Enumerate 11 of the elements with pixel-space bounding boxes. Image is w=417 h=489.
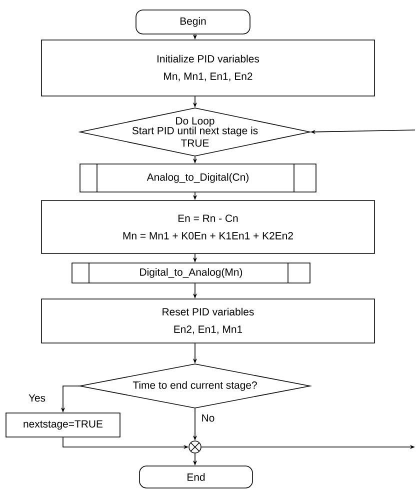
- process-box: Reset PID variables En2, En1, Mn1: [41, 298, 375, 344]
- junction-circle: [188, 440, 202, 454]
- process-box: En = Rn - Cn Mn = Mn1 + K0En + K1En1 + K2En2: [41, 200, 375, 254]
- edge-label: No: [200, 413, 216, 423]
- subroutine-box: Digital_to_Analog(Mn): [72, 262, 310, 284]
- terminal-box: End: [139, 466, 253, 488]
- process-box: nextstage=TRUE: [6, 412, 120, 438]
- process-box: Initialize PID variables Mn, Mn1, En1, En2: [41, 40, 375, 96]
- subroutine-box: Analog_to_Digital(Cn): [80, 164, 316, 192]
- terminal-box: Begin: [136, 10, 250, 34]
- edge-label: Yes: [27, 393, 47, 403]
